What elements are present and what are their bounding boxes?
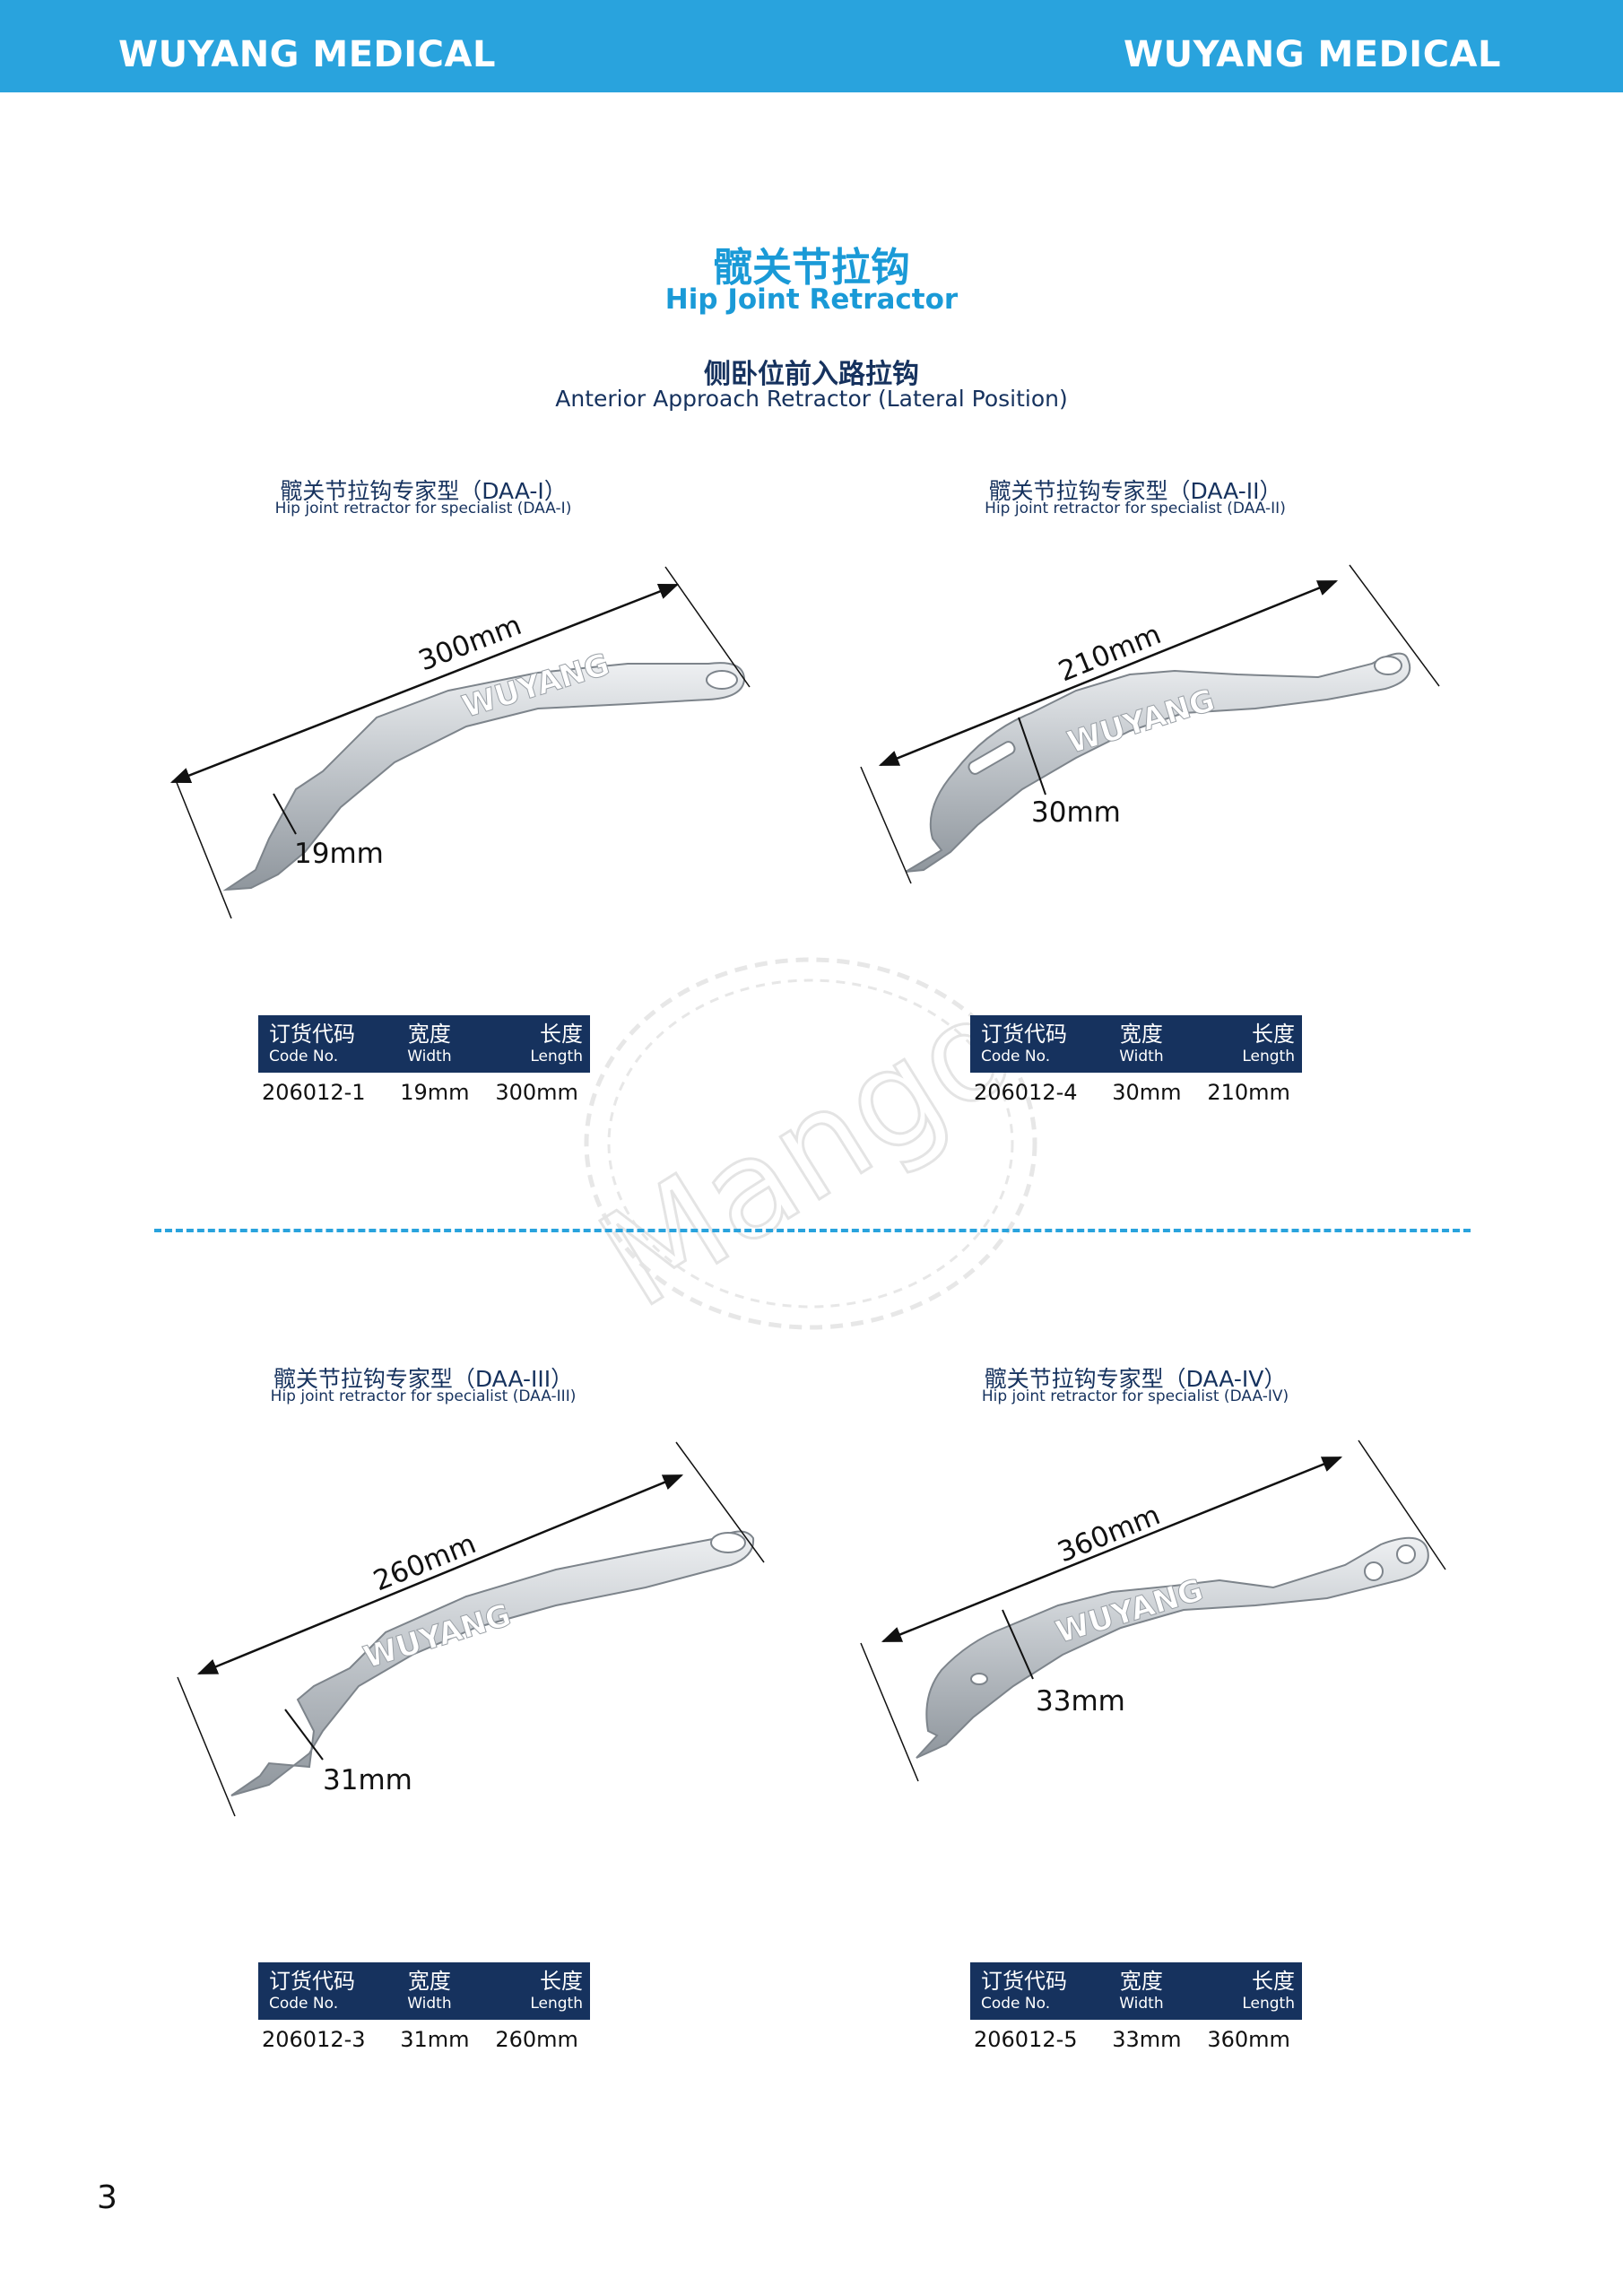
product-name-zh: 髋关节拉钩专家型（DAA-II）	[988, 478, 1282, 504]
col-width-zh: 宽度	[407, 1969, 451, 1994]
col-width-zh: 宽度	[407, 1022, 451, 1047]
width-cell: 30mm	[1112, 1080, 1182, 1105]
length-dimension-label: 360mm	[1054, 1499, 1165, 1569]
section-divider	[154, 1229, 1471, 1232]
col-code-en: Code No.	[269, 1995, 339, 2013]
engraving-label: WUYANG	[1052, 1572, 1207, 1651]
page-title-en: Hip Joint Retractor	[664, 283, 959, 316]
page-header: WUYANG MEDICAL WUYANG MEDICAL	[0, 0, 1623, 92]
col-code-zh: 订货代码	[981, 1969, 1067, 1994]
width-dimension-label: 19mm	[294, 838, 384, 870]
col-length-en: Length	[1242, 1995, 1295, 2013]
col-code-en: Code No.	[981, 1995, 1051, 2013]
col-width-en: Width	[407, 1048, 452, 1065]
product-name-en: Hip joint retractor for specialist (DAA-…	[270, 1387, 577, 1405]
length-cell: 300mm	[495, 1080, 578, 1105]
product-name-en: Hip joint retractor for specialist (DAA-…	[981, 1387, 1289, 1405]
length-cell: 360mm	[1207, 2027, 1290, 2052]
product-name-zh: 髋关节拉钩专家型（DAA-I）	[280, 478, 567, 504]
col-length-zh: 长度	[540, 1022, 583, 1047]
section-title-zh: 侧卧位前入路拉钩	[704, 359, 919, 390]
col-length-zh: 长度	[1252, 1022, 1295, 1047]
engraving-label: WUYANG	[458, 647, 613, 726]
col-code-zh: 订货代码	[269, 1022, 355, 1047]
retractor-daa-4: WUYANG 360mm 33mm	[860, 1439, 1446, 1782]
brand-left: WUYANG MEDICAL	[118, 34, 496, 75]
table-row: 206012-1 19mm 300mm	[258, 1073, 590, 1112]
col-width-en: Width	[1119, 1048, 1164, 1065]
col-length-en: Length	[530, 1048, 583, 1065]
section-title-en: Anterior Approach Retractor (Lateral Pos…	[555, 386, 1068, 412]
code-cell: 206012-5	[974, 2027, 1078, 2052]
width-cell: 33mm	[1112, 2027, 1182, 2052]
col-code-en: Code No.	[981, 1048, 1051, 1065]
table-row: 206012-3 31mm 260mm	[258, 2020, 590, 2059]
length-dimension-label: 300mm	[414, 609, 526, 677]
width-dimension-label: 30mm	[1031, 796, 1121, 829]
col-width-zh: 宽度	[1119, 1022, 1163, 1047]
length-cell: 260mm	[495, 2027, 578, 2052]
col-width-zh: 宽度	[1119, 1969, 1163, 1994]
retractor-daa-1: WUYANG 300mm 19mm	[169, 566, 751, 919]
table-row: 206012-5 33mm 360mm	[970, 2020, 1302, 2059]
col-code-en: Code No.	[269, 1048, 339, 1065]
col-length-zh: 长度	[540, 1969, 583, 1994]
table-row: 206012-4 30mm 210mm	[970, 1073, 1302, 1112]
col-width-en: Width	[1119, 1995, 1164, 2013]
product-name-en: Hip joint retractor for specialist (DAA-…	[985, 500, 1286, 517]
width-cell: 31mm	[400, 2027, 470, 2052]
code-cell: 206012-4	[974, 1080, 1078, 1105]
length-cell: 210mm	[1207, 1080, 1290, 1105]
col-code-zh: 订货代码	[269, 1969, 355, 1994]
width-dimension-label: 33mm	[1036, 1685, 1125, 1718]
page-title-zh: 髋关节拉钩	[713, 245, 910, 291]
retractor-daa-2: WUYANG 210mm 30mm	[860, 564, 1440, 884]
retractor-daa-3: WUYANG 260mm 31mm	[177, 1441, 765, 1817]
col-length-zh: 长度	[1252, 1969, 1295, 1994]
col-width-en: Width	[407, 1995, 452, 2013]
code-cell: 206012-3	[262, 2027, 366, 2052]
page-number: 3	[97, 2179, 117, 2216]
col-length-en: Length	[530, 1995, 583, 2013]
length-dimension-label: 260mm	[369, 1527, 481, 1597]
width-dimension-label: 31mm	[323, 1764, 412, 1796]
product-name-en: Hip joint retractor for specialist (DAA-…	[274, 500, 572, 517]
code-cell: 206012-1	[262, 1080, 366, 1105]
col-length-en: Length	[1242, 1048, 1295, 1065]
width-cell: 19mm	[400, 1080, 470, 1105]
brand-right: WUYANG MEDICAL	[1124, 34, 1501, 75]
col-code-zh: 订货代码	[981, 1022, 1067, 1047]
product-name-zh: 髋关节拉钩专家型（DAA-III）	[273, 1366, 574, 1392]
product-name-zh: 髋关节拉钩专家型（DAA-IV）	[984, 1366, 1287, 1392]
